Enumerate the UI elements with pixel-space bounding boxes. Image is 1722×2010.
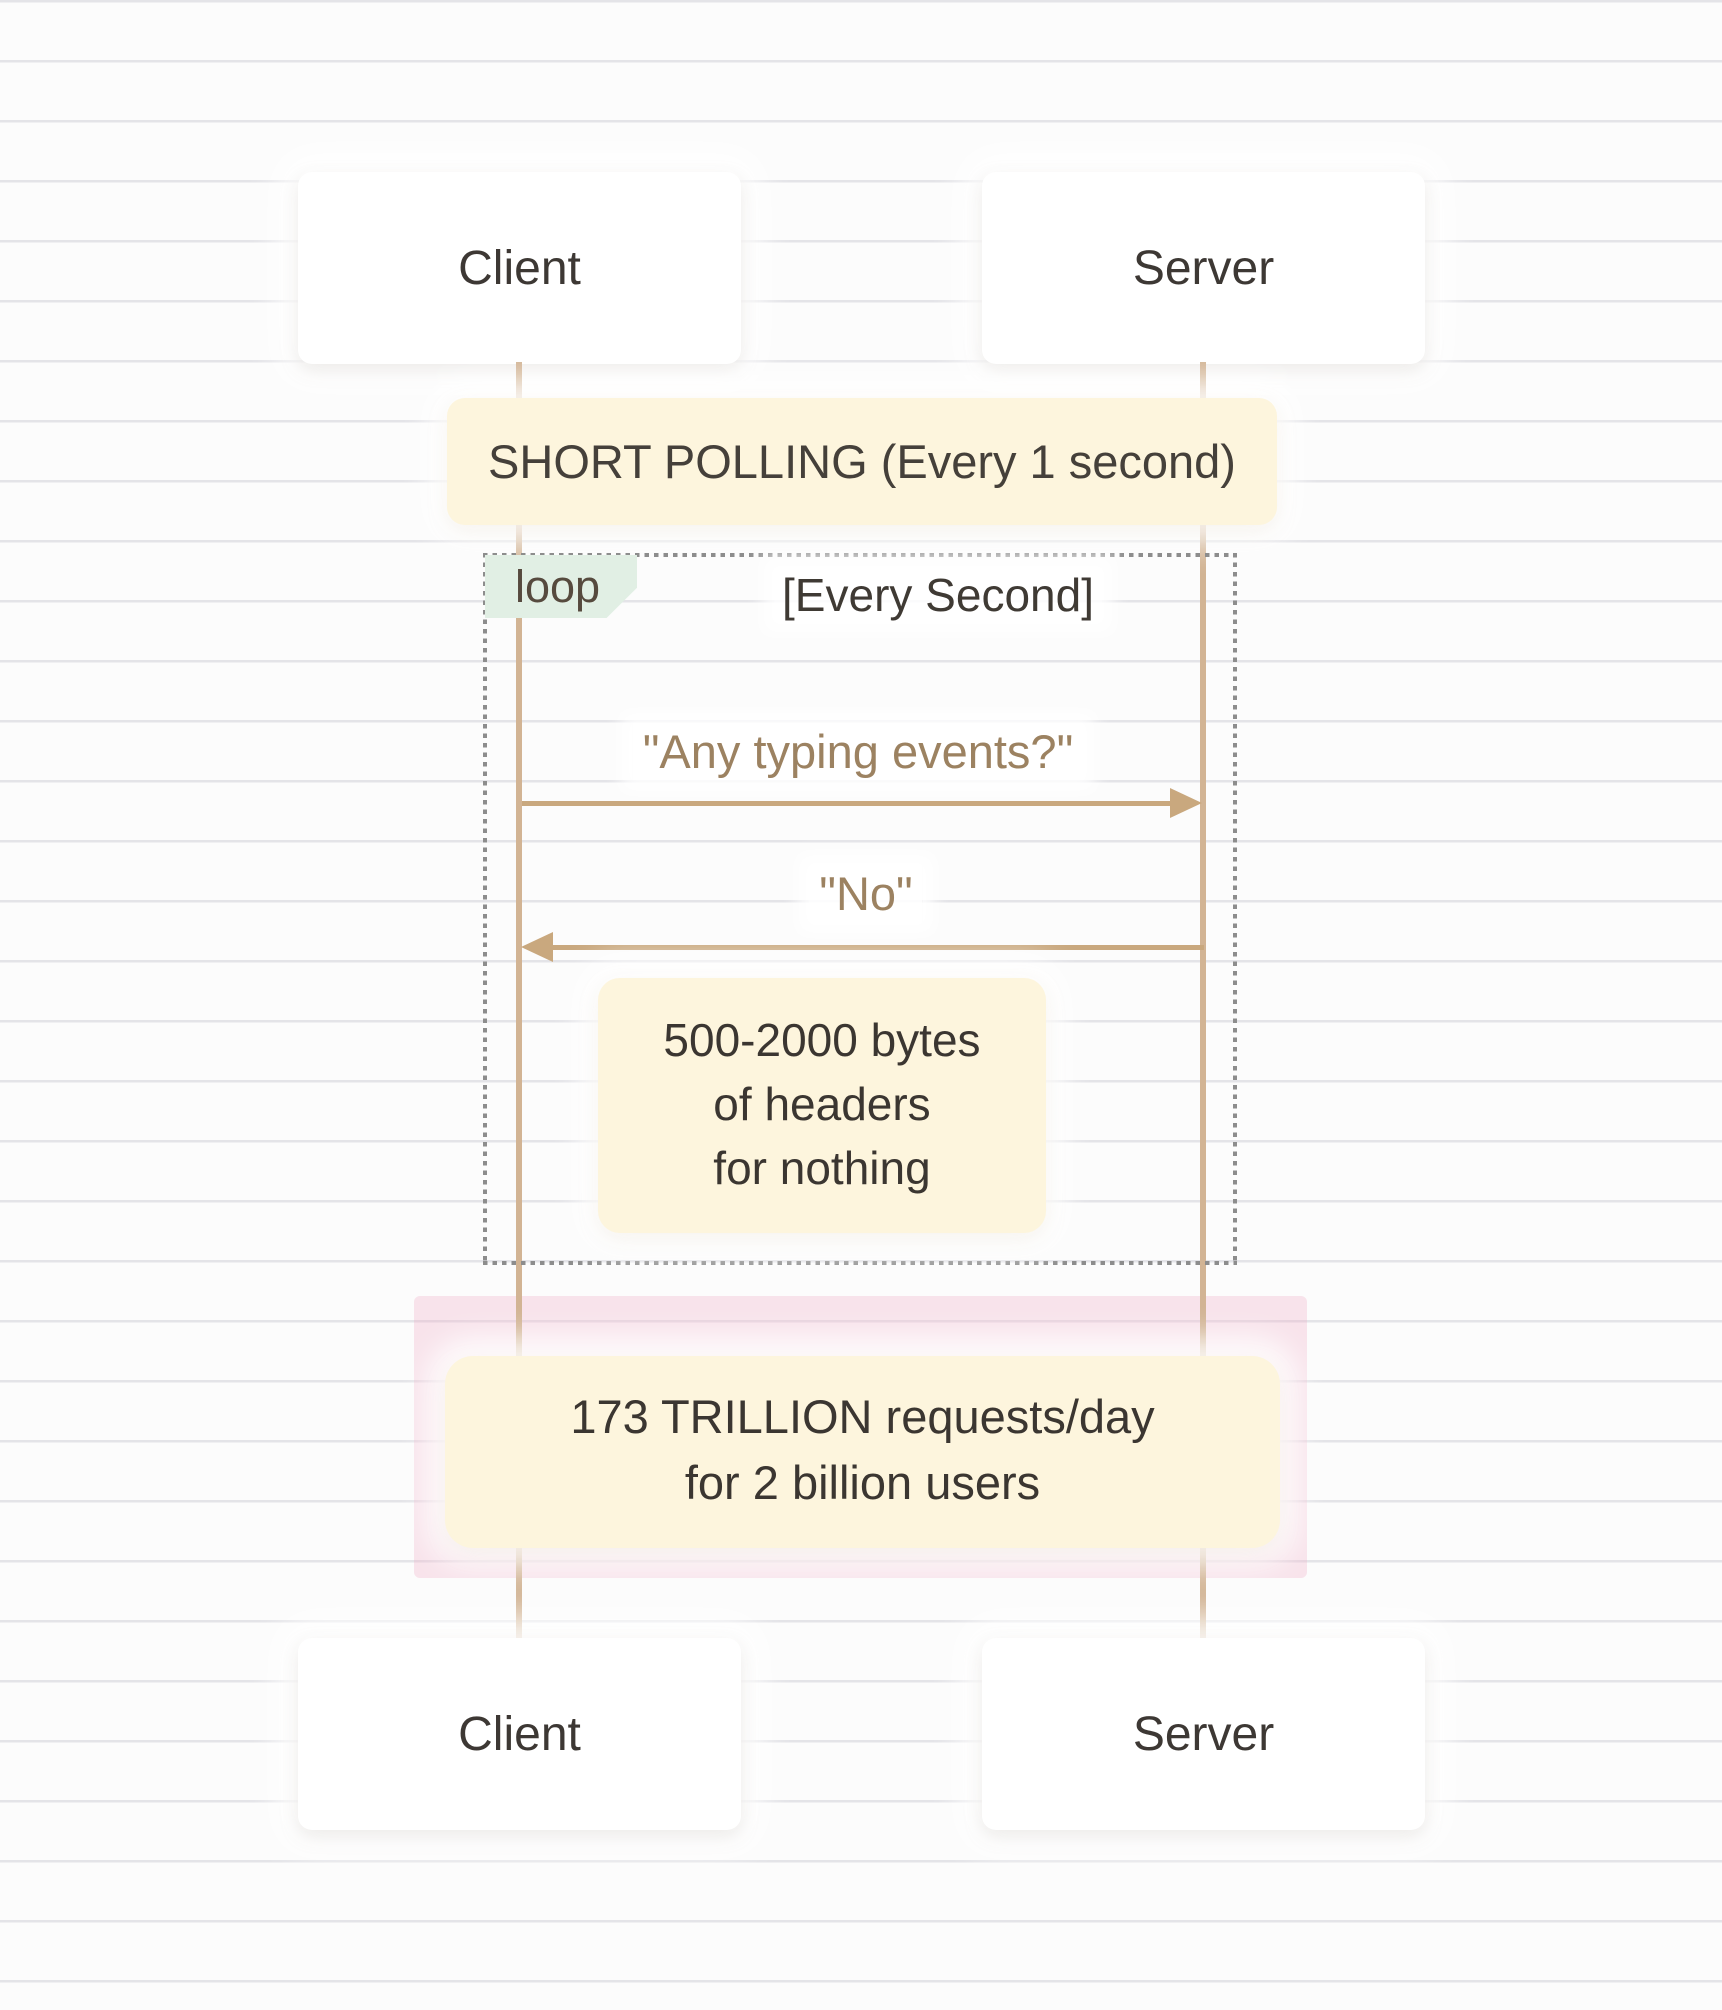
loop-frame (483, 553, 1237, 1265)
message-2-arrow-line (553, 945, 1204, 950)
message-1-arrow-line (522, 801, 1172, 806)
lifeline-client (516, 362, 522, 1640)
loop-label-badge: loop (485, 555, 637, 618)
loop-border-bottom-icon (483, 1261, 1237, 1265)
arrowhead-right-icon (1170, 788, 1202, 818)
loop-condition-label: [Every Second] (774, 568, 1102, 622)
actor-label-server-top: Server (1132, 241, 1275, 295)
actor-label-server-bottom: Server (1132, 1707, 1275, 1761)
loop-border-right-icon (1233, 553, 1237, 1265)
actor-box-server-top: Server (982, 172, 1425, 364)
note-headers-line-1: 500-2000 bytes (663, 1014, 981, 1066)
message-1-label: "Any typing events?" (632, 724, 1084, 780)
note-headers-line-2: of headers (713, 1078, 931, 1130)
note-requests-line-1: 173 TRILLION requests/day (570, 1390, 1155, 1443)
actor-label-client-top: Client (458, 241, 581, 295)
note-headers: 500-2000 bytes of headers for nothing (598, 978, 1046, 1233)
message-2-label: "No" (809, 866, 923, 922)
loop-border-top-icon (483, 553, 1237, 557)
note-requests-line-2: for 2 billion users (684, 1456, 1041, 1509)
note-requests: 173 TRILLION requests/day for 2 billion … (445, 1356, 1280, 1548)
lifeline-server (1200, 362, 1206, 1640)
title-banner: SHORT POLLING (Every 1 second) (447, 398, 1277, 525)
title-banner-label: SHORT POLLING (Every 1 second) (488, 435, 1236, 488)
note-headers-line-3: for nothing (713, 1142, 931, 1194)
actor-label-client-bottom: Client (458, 1707, 581, 1761)
actor-box-server-bottom: Server (982, 1638, 1425, 1830)
loop-border-left-icon (483, 553, 487, 1265)
actor-box-client-bottom: Client (298, 1638, 741, 1830)
actor-box-client-top: Client (298, 172, 741, 364)
loop-label: loop (515, 560, 601, 612)
arrowhead-left-icon (521, 932, 553, 962)
